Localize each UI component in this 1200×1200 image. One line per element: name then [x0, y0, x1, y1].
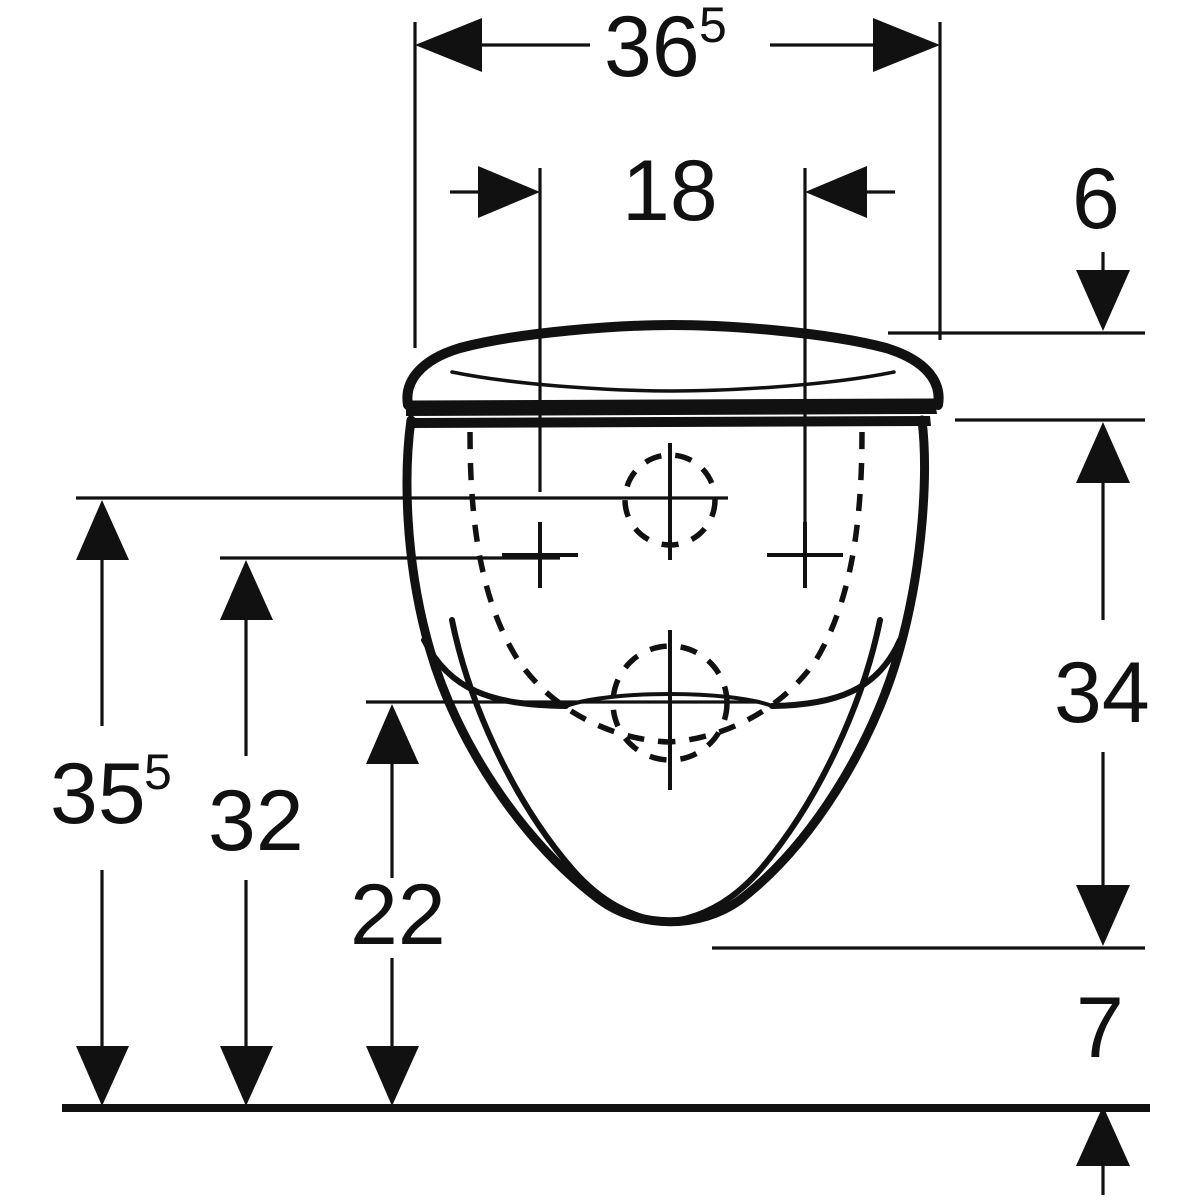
arrow-32-down	[220, 1046, 273, 1106]
dimension-height-low: 22	[350, 704, 446, 1106]
arrow-18-right	[805, 166, 867, 218]
arrow-34-down	[1076, 885, 1130, 946]
arrow-35-up	[76, 500, 129, 560]
arrow-36-left	[415, 18, 482, 72]
dim-label-6: 6	[1072, 151, 1120, 247]
dimension-seat-lid-height: 6	[1072, 151, 1130, 331]
arrow-35-down	[76, 1046, 129, 1106]
bowl-left-shoulder-crease	[421, 637, 569, 709]
toilet-product-drawing	[402, 320, 944, 927]
bowl-inner-left-contour	[449, 617, 668, 925]
dim-label-22: 22	[350, 867, 446, 963]
dim-label-18: 18	[622, 143, 718, 239]
dimension-floor-clearance: 7	[1076, 980, 1130, 1195]
dimension-bowl-height: 34	[1054, 422, 1150, 946]
left-mounting-point	[502, 522, 578, 588]
arrow-34-up	[1076, 422, 1130, 483]
dimension-height-total: 35 5	[50, 500, 172, 1106]
seat-gasket-band	[406, 401, 937, 416]
arrow-32-up	[220, 560, 273, 620]
hidden-bowl-inner-left	[467, 431, 669, 745]
toilet-seat-lid	[402, 320, 944, 410]
dimension-width-overall: 36 5	[415, 0, 940, 95]
arrow-6-down	[1076, 270, 1130, 331]
arrow-18-left	[478, 166, 540, 218]
extension-lines-horizontal-left	[76, 496, 760, 704]
dimension-height-mid: 32	[208, 560, 304, 1106]
arrow-36-right	[873, 18, 940, 72]
arrow-7-up	[1076, 1106, 1130, 1166]
toilet-bowl-body	[402, 415, 929, 927]
lower-outlet-circle	[610, 643, 730, 763]
lid-bottom-edge	[410, 398, 936, 404]
arrow-22-up	[366, 704, 419, 764]
bowl-right-shoulder-crease	[769, 637, 903, 709]
extension-lines-vertical	[413, 22, 942, 540]
right-mounting-point	[767, 522, 843, 588]
lid-inner-surface-line	[450, 370, 896, 393]
dim-label-32: 32	[208, 773, 304, 869]
hidden-bowl-inner-right	[667, 431, 865, 745]
extension-lines-horizontal-right	[712, 331, 1145, 950]
dim-label-35: 35	[50, 746, 146, 842]
seat-gasket-band-lower	[410, 416, 931, 428]
dim-label-34: 34	[1054, 645, 1150, 741]
dim-label-35-superscript: 5	[144, 744, 172, 800]
mounting-points	[502, 522, 843, 588]
dimension-mounting-spacing: 18	[450, 143, 895, 239]
dim-label-36: 36	[604, 0, 700, 95]
dim-label-7: 7	[1076, 980, 1124, 1076]
dim-label-36-superscript: 5	[699, 0, 727, 53]
arrow-22-down	[366, 1046, 419, 1106]
